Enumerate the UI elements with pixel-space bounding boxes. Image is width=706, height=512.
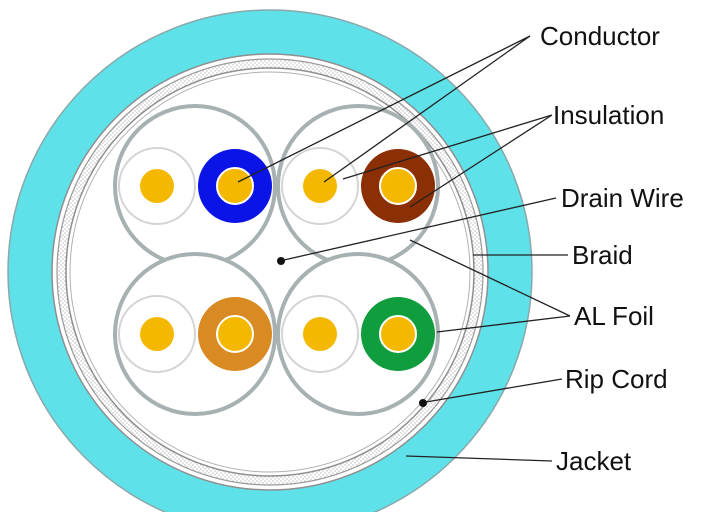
label-braid: Braid [572,240,633,270]
drain-wire [277,257,285,265]
twisted-pair-blue [113,104,277,268]
label-rip-cord: Rip Cord [565,364,668,394]
jacket-leader [405,455,553,462]
insulation-leader-1 [342,114,553,180]
conductor [303,169,337,203]
conductor [140,169,174,203]
drain-wire-leader [283,197,557,261]
conductor-leader-1 [237,35,531,183]
conductor [216,315,254,353]
label-jacket: Jacket [556,446,632,476]
conductor [140,317,174,351]
label-drain-wire: Drain Wire [561,183,684,213]
conductor [379,167,417,205]
leader-lines [237,35,571,462]
rip-cord-leader [425,378,563,403]
conductor [216,167,254,205]
twisted-pair-green [276,252,440,416]
label-al-foil: AL Foil [574,301,654,331]
al-foil-leader-1 [409,239,571,317]
label-insulation: Insulation [553,100,664,130]
insulation-leader-2 [409,114,553,208]
al-foil-leader-2 [436,315,571,333]
conductor-leader-2 [323,35,531,183]
label-conductor: Conductor [540,21,660,51]
conductor [379,315,417,353]
twisted-pair-orange [113,252,277,416]
conductor [303,317,337,351]
rip-cord [419,399,427,407]
